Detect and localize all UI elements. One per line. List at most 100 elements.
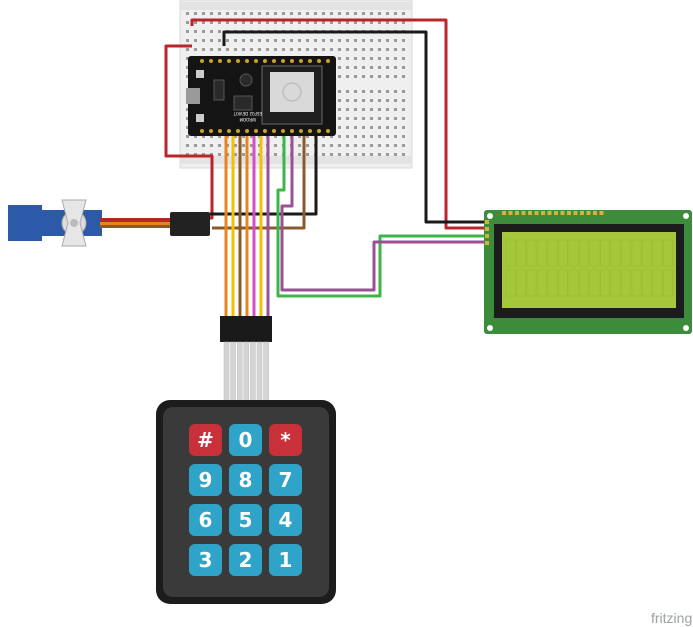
breadboard-hole	[354, 21, 357, 24]
breadboard-hole	[226, 48, 229, 51]
keypad-key-label: 8	[239, 468, 253, 492]
breadboard-hole	[242, 21, 245, 24]
lcd-char-cell	[610, 269, 621, 297]
breadboard-hole	[338, 12, 341, 15]
keypad-connector	[220, 316, 272, 342]
breadboard-hole	[346, 57, 349, 60]
breadboard-hole	[338, 153, 341, 156]
lcd-char-cell	[537, 239, 547, 267]
keypad-key-star[interactable]: *	[269, 424, 302, 456]
breadboard-hole	[394, 99, 397, 102]
breadboard-hole	[234, 144, 237, 147]
breadboard-hole	[394, 144, 397, 147]
breadboard-hole	[210, 144, 213, 147]
keypad-key-9[interactable]: 9	[189, 464, 222, 496]
breadboard-hole	[402, 99, 405, 102]
lcd-char-cell	[579, 269, 589, 297]
breadboard-hole	[354, 117, 357, 120]
breadboard-hole	[402, 90, 405, 93]
keypad-key-cap[interactable]	[269, 424, 302, 456]
keypad-key-8[interactable]: 8	[229, 464, 262, 496]
keypad-key-0[interactable]: 0	[229, 424, 262, 456]
breadboard-hole	[314, 12, 317, 15]
breadboard-hole	[394, 117, 397, 120]
lcd-char-cell	[526, 269, 537, 297]
keypad-key-cap[interactable]	[189, 504, 222, 536]
breadboard-hole	[210, 30, 213, 33]
ribbon-strand	[243, 341, 250, 403]
keypad-key-5[interactable]: 5	[229, 504, 262, 536]
breadboard-hole	[346, 66, 349, 69]
breadboard-hole	[258, 39, 261, 42]
breadboard-hole	[378, 90, 381, 93]
breadboard-hole	[402, 153, 405, 156]
keypad-key-6[interactable]: 6	[189, 504, 222, 536]
servo-motor	[8, 199, 210, 247]
breadboard-hole	[394, 57, 397, 60]
keypad-key-3[interactable]: 3	[189, 544, 222, 576]
breadboard-hole	[362, 39, 365, 42]
lcd-pin	[586, 211, 591, 215]
breadboard-hole	[378, 108, 381, 111]
fritzing-watermark: fritzing	[651, 610, 692, 626]
keypad-key-label: 3	[199, 548, 213, 572]
breadboard-hole	[202, 135, 205, 138]
keypad-key-label: 6	[199, 508, 213, 532]
keypad-key-cap[interactable]	[269, 504, 302, 536]
esp32-pin	[272, 59, 276, 63]
boot-button	[196, 70, 204, 78]
keypad-key-label: 9	[199, 468, 213, 492]
keypad-key-cap[interactable]	[229, 424, 262, 456]
keypad-key-cap[interactable]	[229, 504, 262, 536]
breadboard-hole	[330, 153, 333, 156]
breadboard-hole	[186, 126, 189, 129]
keypad-key-1[interactable]: 1	[269, 544, 302, 576]
keypad-key-cap[interactable]	[189, 544, 222, 576]
breadboard-hole	[194, 12, 197, 15]
breadboard-hole	[354, 126, 357, 129]
breadboard-hole	[186, 117, 189, 120]
breadboard-hole	[274, 21, 277, 24]
breadboard-hole	[210, 48, 213, 51]
esp32-pin	[317, 129, 321, 133]
breadboard-hole	[378, 57, 381, 60]
keypad-key-cap[interactable]	[269, 544, 302, 576]
breadboard-hole	[386, 12, 389, 15]
breadboard-hole	[202, 144, 205, 147]
breadboard-hole	[354, 108, 357, 111]
breadboard-hole	[370, 48, 373, 51]
keypad-key-cap[interactable]	[189, 424, 222, 456]
breadboard-hole	[298, 144, 301, 147]
lcd-char-cell	[652, 269, 663, 297]
breadboard-hole	[402, 108, 405, 111]
keypad-key-cap[interactable]	[189, 464, 222, 496]
breadboard-hole	[362, 135, 365, 138]
breadboard-hole	[346, 39, 349, 42]
keypad-key-2[interactable]: 2	[229, 544, 262, 576]
keypad-key-7[interactable]: 7	[269, 464, 302, 496]
wire-green-lcd-sda	[276, 132, 484, 298]
breadboard-hole	[234, 135, 237, 138]
lcd-pin	[541, 211, 545, 215]
keypad-key-cap[interactable]	[229, 464, 262, 496]
lcd-char-cell	[652, 239, 663, 267]
breadboard-hole	[250, 21, 253, 24]
esp32-pin	[200, 129, 204, 133]
lcd-char-cell	[610, 239, 621, 267]
keypad-key-label: *	[280, 428, 291, 452]
breadboard-hole	[226, 12, 229, 15]
breadboard-hole	[250, 48, 253, 51]
breadboard-hole	[186, 75, 189, 78]
breadboard-hole	[226, 21, 229, 24]
ribbon-strand	[263, 341, 269, 403]
breadboard-hole	[274, 12, 277, 15]
breadboard-hole	[298, 21, 301, 24]
esp32-pin	[272, 129, 276, 133]
keypad-key-cap[interactable]	[269, 464, 302, 496]
esp32-pin	[236, 59, 240, 63]
breadboard-hole	[394, 39, 397, 42]
keypad-key-hash[interactable]: #	[189, 424, 222, 456]
keypad-key-cap[interactable]	[229, 544, 262, 576]
keypad-key-4[interactable]: 4	[269, 504, 302, 536]
